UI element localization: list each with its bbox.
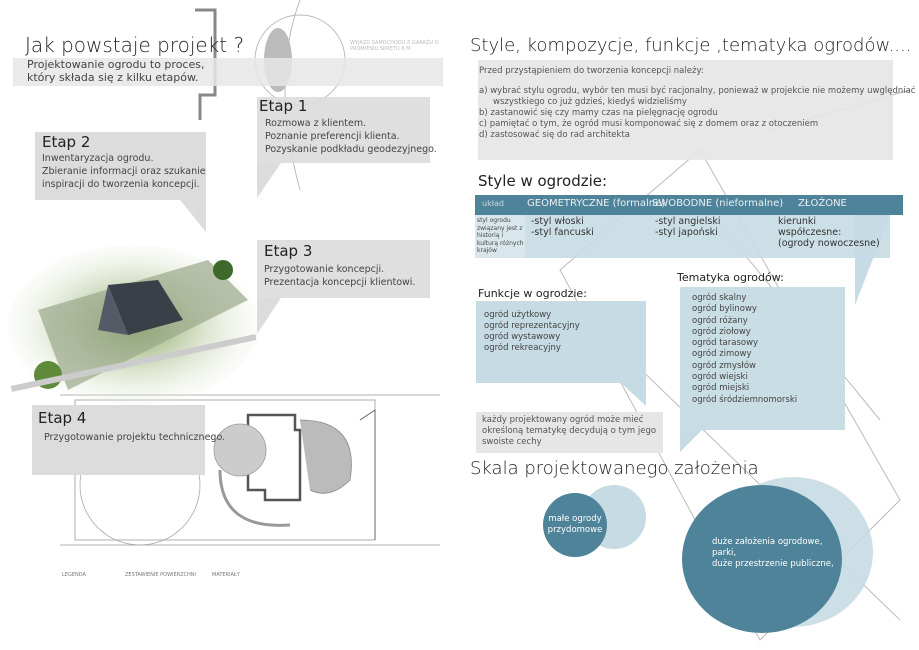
etap-4-bubble — [32, 405, 205, 475]
styles-table-header — [475, 195, 903, 215]
etap-line: Przygotowanie projektu technicznego. — [44, 432, 226, 443]
intro-text: Projektowanie ogrodu to proces, który sk… — [27, 58, 204, 84]
styles-row-label: styl ogrodu związany jest z historią i k… — [477, 217, 524, 254]
materials-heading: MATERIAŁY — [212, 572, 240, 578]
style-item: (ogrody nowoczesne) — [778, 238, 880, 249]
theme-item: ogród różany — [692, 315, 748, 326]
styles-cell-complex: kierunki współczesne: (ogrody nowoczesne… — [778, 216, 880, 249]
style-item: kierunki — [778, 216, 817, 227]
legend-heading: LEGENDA — [62, 572, 86, 578]
theme-item: ogród tarasowy — [692, 338, 759, 349]
etap-4: Etap 4 Przygotowanie projektu techniczne… — [38, 409, 225, 444]
intro-item: wszystkiego co już gdzieś, kiedyś widzie… — [493, 97, 687, 107]
styles-cell-free: -styl angielski -styl japoński — [655, 216, 720, 238]
styles-col-free: SWOBODNE (nieformalne) — [652, 198, 784, 209]
etap-1: Etap 1 Rozmowa z klientem. Poznanie pref… — [259, 97, 437, 156]
scale-label: duże założenia ogrodowe, — [712, 537, 823, 547]
garden-3d-render — [8, 245, 258, 405]
theme-item: ogród zimowy — [692, 349, 752, 360]
scale-heading: Skala projektowanego założenia — [470, 458, 759, 479]
intro-lead: Przed przystąpieniem do tworzenia koncep… — [479, 66, 704, 76]
etap-1-bubble — [257, 97, 430, 163]
themes-bubble — [680, 287, 845, 430]
function-item: ogród rekreacyjny — [484, 343, 561, 353]
etap-line: Przygotowanie koncepcji. — [264, 264, 385, 275]
etap-3: Etap 3 Przygotowanie koncepcji. Prezenta… — [264, 242, 415, 289]
scale-label: małe ogrody — [548, 514, 602, 524]
style-item: -styl fancuski — [531, 227, 594, 238]
themes-note: każdy projektowany ogród może mieć okreś… — [476, 412, 663, 453]
function-item: ogród wystawowy — [484, 332, 561, 342]
page-title-right: Style, kompozycje, funkcje ,tematyka ogr… — [470, 35, 912, 56]
surface-summary-heading: ZESTAWIENIE POWIERZCHNI — [125, 572, 197, 578]
small-scale-circle: małe ogrody przydomowe — [543, 493, 607, 557]
theme-item: ogród zmysłów — [692, 360, 756, 371]
intro-line: Projektowanie ogrodu to proces, — [27, 58, 205, 71]
themes-heading: Tematyka ogrodów: — [677, 271, 784, 284]
style-item: -styl angielski — [655, 216, 721, 227]
styles-col-complex: ZŁOŻONE — [798, 198, 847, 209]
functions-list: ogród użytkowy ogród reprezentacyjny ogr… — [484, 310, 580, 354]
etap-2: Etap 2 Inwentaryzacja ogrodu. Zbieranie … — [42, 133, 206, 191]
etap-line: inspiracji do tworzenia koncepcji. — [42, 179, 200, 190]
etap-title: Etap 2 — [42, 133, 91, 151]
etap-2-bubble — [35, 132, 206, 200]
etap-line: Inwentaryzacja ogrodu. — [42, 153, 154, 164]
style-item: -styl włoski — [531, 216, 584, 227]
styles-col-geometric: GEOMETRYCZNE (formalne) — [527, 198, 666, 209]
styles-heading: Style w ogrodzie: — [478, 172, 608, 190]
theme-item: ogród wiejski — [692, 372, 748, 383]
function-item: ogród użytkowy — [484, 310, 552, 320]
styles-col-layout: układ — [482, 199, 504, 208]
intro-line: który składa się z kilku etapów. — [27, 71, 199, 84]
functions-bubble — [476, 301, 646, 383]
theme-item: ogród śródziemnomorski — [692, 394, 798, 405]
theme-item: ogród miejski — [692, 383, 750, 394]
etap-line: Prezentacja koncepcji klientowi. — [264, 277, 416, 288]
plan-note: WYJAZD SAMOCHODU Z GARAŻU O PROMIENIU SK… — [350, 40, 439, 52]
function-item: ogród reprezentacyjny — [484, 321, 580, 331]
theme-item: ogród skalny — [692, 293, 747, 303]
scale-label: parki, — [712, 548, 737, 558]
functions-heading: Funkcje w ogrodzie: — [478, 287, 587, 300]
intro-band — [13, 58, 443, 86]
intro-item: a) wybrać stylu ogrodu, wybór ten musi b… — [479, 86, 916, 96]
etap-title: Etap 3 — [264, 242, 313, 260]
intro-item: b) zastanowić się czy mamy czas na pielę… — [479, 108, 718, 118]
styles-cell-geometric: -styl włoski -styl fancuski — [531, 216, 594, 238]
etap-title: Etap 4 — [38, 409, 87, 427]
themes-list: ogród skalny ogród bylinowy ogród różany… — [692, 293, 797, 406]
theme-item: ogród bylinowy — [692, 304, 757, 315]
style-item: współczesne: — [778, 227, 842, 238]
theme-item: ogród ziołowy — [692, 326, 751, 337]
etap-line: Rozmowa z klientem. — [265, 118, 367, 129]
styles-table-body — [475, 215, 890, 258]
scale-label: duże przestrzenie publiczne, — [712, 559, 834, 569]
etap-title: Etap 1 — [259, 97, 308, 115]
style-item: -styl japoński — [655, 227, 718, 238]
large-scale-circle: duże założenia ogrodowe, parki, duże prz… — [682, 485, 842, 633]
intro-item: c) pamiętać o tym, że ogród musi kompono… — [479, 119, 819, 129]
etap-3-bubble — [257, 240, 430, 298]
page-title-left: Jak powstaje projekt ? — [25, 33, 245, 57]
intro-list: Przed przystąpieniem do tworzenia koncep… — [479, 66, 915, 141]
etap-line: Poznanie preferencji klienta. — [265, 131, 400, 142]
intro-box — [478, 60, 893, 160]
intro-item: d) zastosować się do rad architekta — [479, 130, 630, 140]
scale-label: przydomowe — [547, 525, 603, 535]
etap-line: Pozyskanie podkładu geodezyjnego. — [265, 144, 437, 155]
etap-line: Zbieranie informacji oraz szukanie — [42, 166, 206, 177]
